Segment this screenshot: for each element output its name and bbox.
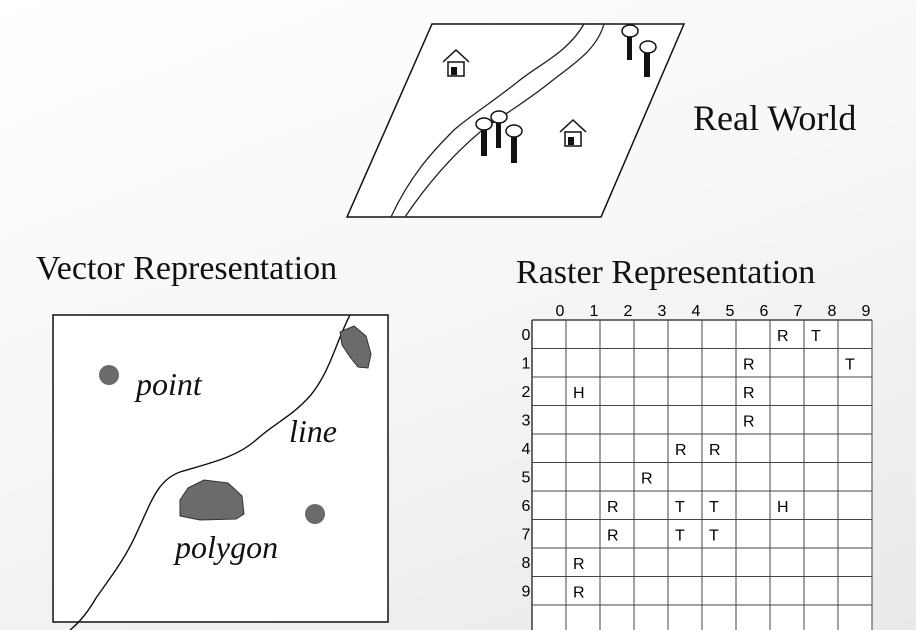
vector-point bbox=[305, 504, 325, 524]
raster-cell-value: R bbox=[675, 442, 687, 459]
real-world-frame bbox=[345, 23, 686, 218]
row-label: 2 bbox=[522, 384, 531, 401]
raster-cell-value: R bbox=[573, 556, 585, 573]
row-label: 3 bbox=[522, 413, 531, 430]
vector-frame bbox=[52, 314, 389, 623]
row-label: 0 bbox=[522, 327, 531, 344]
raster-cell-value: T bbox=[845, 357, 855, 374]
column-label: 6 bbox=[760, 303, 769, 320]
raster-cell-value: H bbox=[777, 499, 789, 516]
column-label: 9 bbox=[862, 303, 871, 320]
raster-cell-value: R bbox=[709, 442, 721, 459]
line-label: line bbox=[289, 413, 337, 449]
tree-icon bbox=[475, 117, 493, 156]
row-label: 4 bbox=[522, 441, 531, 458]
vector-polygon bbox=[339, 325, 372, 369]
raster-cell-value: T bbox=[675, 528, 685, 545]
raster-cell-value: R bbox=[743, 357, 755, 374]
tree-icon bbox=[639, 40, 657, 77]
raster-cell-value: T bbox=[675, 499, 685, 516]
column-label: 4 bbox=[692, 303, 701, 320]
raster-cell-value: R bbox=[743, 414, 755, 431]
raster-representation-title: Raster Representation bbox=[516, 254, 816, 291]
vector-point bbox=[99, 365, 119, 385]
tree-icon bbox=[505, 124, 523, 163]
raster-cell-value: R bbox=[573, 585, 585, 602]
point-label: point bbox=[134, 366, 203, 402]
vector-panel: point line polygon bbox=[52, 314, 389, 630]
column-label: 3 bbox=[658, 303, 667, 320]
house-icon bbox=[559, 118, 587, 147]
column-label: 5 bbox=[726, 303, 735, 320]
row-label: 8 bbox=[522, 555, 531, 572]
raster-cell-value: R bbox=[641, 471, 653, 488]
row-label: 7 bbox=[522, 527, 531, 544]
raster-cell-value: R bbox=[607, 528, 619, 545]
vector-line bbox=[69, 314, 351, 630]
column-label: 8 bbox=[828, 303, 837, 320]
vector-representation-title: Vector Representation bbox=[36, 250, 338, 287]
raster-cell-value: H bbox=[573, 385, 585, 402]
row-label: 9 bbox=[522, 584, 531, 601]
vector-polygon bbox=[179, 479, 245, 521]
real-world-title: Real World bbox=[693, 98, 857, 138]
row-label: 5 bbox=[522, 470, 531, 487]
raster-cell-value: T bbox=[709, 499, 719, 516]
row-label: 6 bbox=[522, 498, 531, 515]
real-world-map bbox=[345, 23, 686, 218]
raster-cell-value: T bbox=[811, 328, 821, 345]
column-label: 1 bbox=[590, 303, 599, 320]
house-icon bbox=[442, 48, 470, 77]
river-bank-east bbox=[404, 23, 605, 218]
raster-cell-value: R bbox=[743, 385, 755, 402]
raster-cell-value: R bbox=[607, 499, 619, 516]
row-label: 1 bbox=[522, 356, 531, 373]
column-label: 7 bbox=[794, 303, 803, 320]
polygon-label: polygon bbox=[173, 529, 278, 565]
river-bank-west bbox=[390, 23, 585, 218]
column-label: 2 bbox=[624, 303, 633, 320]
raster-cell-value: T bbox=[709, 528, 719, 545]
tree-icon bbox=[490, 110, 508, 148]
column-label: 0 bbox=[556, 303, 565, 320]
raster-cell-value: R bbox=[777, 328, 789, 345]
tree-icon bbox=[621, 24, 639, 60]
